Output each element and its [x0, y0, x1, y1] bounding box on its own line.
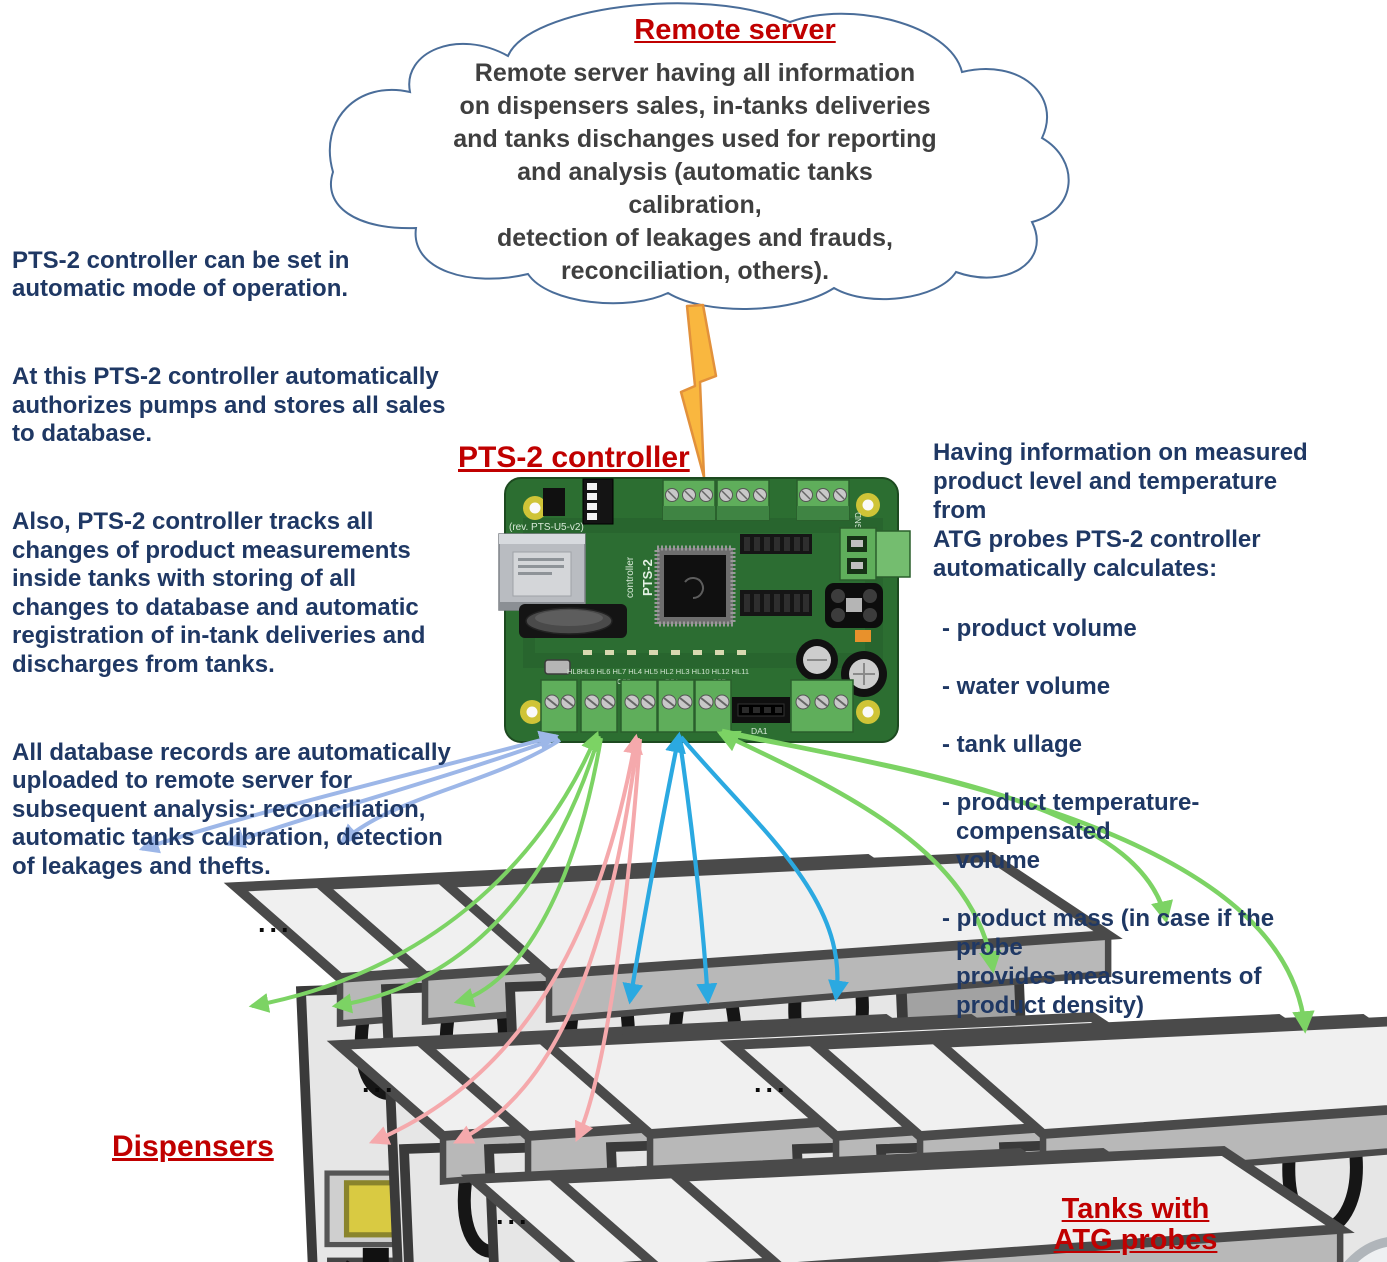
arrows-tanks: [716, 728, 1315, 1034]
arrow-board-to-dispenser: [622, 731, 686, 1005]
smd-row: [583, 650, 746, 655]
left-note-paragraph: At this PTS-2 controller automatically a…: [12, 363, 446, 447]
board-da1-label: DA1: [751, 726, 768, 736]
dispensers-label: Dispensers: [112, 1130, 274, 1163]
board-rev-label: (rev. PTS-U5-v2): [509, 522, 584, 533]
calculated-value-item: - product mass (in case if the probe pro…: [942, 905, 1275, 1019]
bottom-terminal-blocks: [540, 679, 854, 733]
ethernet-jack: [498, 533, 586, 611]
arrow-board-to-probe: [723, 730, 1315, 1034]
ellipsis: ...: [496, 1200, 531, 1230]
ellipsis: ...: [754, 1068, 789, 1098]
tantalum-cap: [855, 630, 871, 642]
arrow-board-to-dispenser: [676, 734, 718, 1005]
left-notes: PTS-2 controller can be set in automatic…: [12, 218, 482, 941]
remote-server-title: Remote server: [634, 14, 836, 46]
pts2-circuit-board: (rev. PTS-U5-v2) controller PTS-2 GND: [498, 477, 911, 743]
ellipsis: ...: [258, 908, 293, 938]
main-chip: [654, 545, 736, 627]
pin-header: [543, 488, 565, 516]
board-model-label: PTS-2: [640, 559, 655, 596]
calculated-value-item: - water volume: [942, 673, 1111, 700]
left-note-paragraph: Also, PTS-2 controller tracks all change…: [12, 508, 426, 678]
cloud-shape: [328, 2, 1070, 310]
calculated-value-item: - tank ullage: [942, 731, 1083, 758]
calculated-value-item: - product volume: [942, 615, 1137, 642]
coin-battery: [519, 604, 627, 638]
pts2-controller-label: PTS-2 controller: [458, 441, 690, 474]
remote-server-description: Remote server having all information on …: [453, 59, 937, 285]
ellipsis: ...: [362, 1068, 397, 1098]
left-note-paragraph: PTS-2 controller can be set in automatic…: [12, 246, 350, 303]
board-gnd-label: GND: [854, 512, 863, 530]
relay-bracket: [825, 583, 883, 628]
power-terminal: [839, 527, 911, 581]
da1-connector: [732, 697, 790, 723]
right-notes: Having information on measured product l…: [933, 409, 1333, 1049]
fuel-dispenser-icon: [677, 1151, 1340, 1262]
calculated-value-item: - product temperature-compensated volume: [942, 789, 1200, 874]
right-notes-intro: Having information on measured product l…: [933, 439, 1308, 582]
comb-connector-lower: [740, 590, 812, 616]
left-note-paragraph: All database records are automatically u…: [12, 738, 451, 880]
dip-switch: [582, 478, 614, 525]
top-terminal-blocks: [662, 479, 850, 521]
arrow-board-to-probe: [716, 730, 1002, 974]
arrow-board-to-dispenser: [368, 733, 643, 1145]
mounting-holes: [520, 493, 880, 724]
tanks-label: Tanks with ATG probes: [1053, 1193, 1218, 1256]
push-button: [544, 659, 571, 675]
board-model-sub-label: controller: [625, 556, 636, 598]
lightning-bolt-icon: [679, 303, 718, 479]
comb-connector-upper: [740, 534, 812, 554]
board-hl-row-label: HL8HL9 HL6 HL7 HL4 HL5 HL2 HL3 HL10 HL12…: [567, 667, 749, 676]
